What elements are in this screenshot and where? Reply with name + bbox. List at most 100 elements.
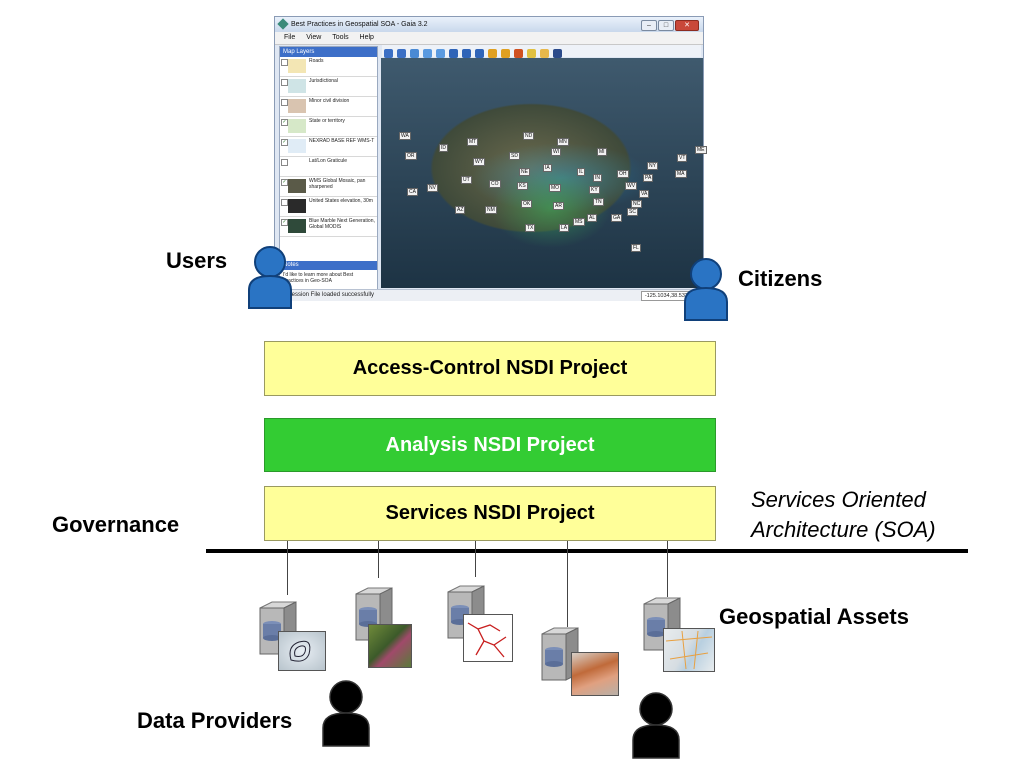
map-state-label: CA [407,188,418,196]
map-state-label: LA [559,224,569,232]
user-person-icon [246,244,294,310]
pan-icon[interactable] [410,49,419,58]
refresh-icon[interactable] [475,49,484,58]
layer-checkbox[interactable]: ✓ [281,179,288,186]
layer-item[interactable]: ✓WMS Global Mosaic, pan sharpened [280,177,377,197]
minimize-icon[interactable]: – [641,20,657,31]
layer-checkbox[interactable] [281,159,288,166]
map-state-label: CO [489,180,501,188]
map-state-label: NM [485,206,497,214]
map-state-label: SC [627,208,638,216]
map-state-label: KY [589,186,600,194]
layer-checkbox[interactable]: ✓ [281,119,288,126]
layer-item[interactable]: Roads [280,57,377,77]
map-state-label: WY [473,158,485,166]
extent-icon[interactable] [462,49,471,58]
map-state-label: VA [639,190,649,198]
notes-header: Notes [280,261,377,270]
zoom-in-icon[interactable] [384,49,393,58]
menu-tools[interactable]: Tools [332,34,348,41]
map-state-label: OH [617,170,629,178]
draw-icon[interactable] [514,49,523,58]
layer-thumbnail-icon [288,79,306,93]
layer-item[interactable]: Minor civil division [280,97,377,117]
contour-map-thumbnail-icon [278,631,326,671]
map-state-label: UT [461,176,472,184]
layer-thumbnail-icon [288,119,306,133]
users-label: Users [166,248,227,274]
map-state-label: TX [525,224,535,232]
connector-line [667,541,668,597]
menu-help[interactable]: Help [360,34,374,41]
services-label: Services NSDI Project [386,502,595,525]
bookmark-icon[interactable] [488,49,497,58]
map-state-label: SD [509,152,520,160]
menu-file[interactable]: File [284,34,295,41]
layer-item[interactable]: United States elevation, 30m [280,197,377,217]
layer-checkbox[interactable] [281,99,288,106]
layer-label: NEXRAD BASE REF WMS-T [309,138,377,144]
maximize-icon[interactable]: □ [658,20,674,31]
map-layers-header: Map Layers [280,47,377,57]
layer-checkbox[interactable] [281,59,288,66]
layer-label: Minor civil division [309,98,377,104]
map-state-label: NY [647,162,658,170]
layer-item[interactable]: Jurisdictional [280,77,377,97]
layer-checkbox[interactable] [281,79,288,86]
street-map-thumbnail-icon [663,628,715,672]
governance-label: Governance [52,512,179,538]
menu-view[interactable]: View [306,34,321,41]
map-state-label: TN [593,198,604,206]
data-provider-person-icon [630,690,682,760]
connector-line [567,541,568,627]
notes-panel: Notes I'd like to learn more about Best … [280,261,377,291]
layer-label: Blue Marble Next Generation, Global MODI… [309,218,377,230]
layer-checkbox[interactable]: ✓ [281,139,288,146]
data-provider-person-icon [320,678,372,748]
map-state-label: MA [675,170,687,178]
map-state-label: AL [587,214,597,222]
soa-label: Services Oriented Architecture (SOA) [751,485,936,545]
layer-thumbnail-icon [288,219,306,233]
close-icon[interactable]: ✕ [675,20,699,31]
soa-line-1: Services Oriented [751,485,936,515]
layer-thumbnail-icon [288,99,306,113]
save-icon[interactable] [553,49,562,58]
map-state-label: WI [551,148,561,156]
info-icon[interactable] [449,49,458,58]
map-state-label: VT [677,154,687,162]
access-control-box: Access-Control NSDI Project [264,341,716,396]
map-state-label: WV [625,182,637,190]
map-state-label: MT [467,138,478,146]
back-icon[interactable] [423,49,432,58]
soa-line-2: Architecture (SOA) [751,515,936,545]
layer-thumbnail-icon [288,179,306,193]
layer-thumbnail-icon [288,159,306,173]
open-folder-icon[interactable] [540,49,549,58]
map-state-label: MN [557,138,569,146]
map-state-label: NV [427,184,438,192]
map-state-label: KS [517,182,528,190]
layer-label: State or territory [309,118,377,124]
layer-item[interactable]: ✓ Blue Marble Next Generation, Global MOD… [280,217,377,237]
map-state-label: WA [399,132,411,140]
layer-checkbox[interactable]: ✓ [281,219,288,226]
map-state-label: AZ [455,206,465,214]
edit-icon[interactable] [501,49,510,58]
layer-label: Roads [309,58,377,64]
governance-line [206,549,968,553]
layer-item[interactable]: ✓ NEXRAD BASE REF WMS-T [280,137,377,157]
note-icon[interactable] [527,49,536,58]
layer-item[interactable]: ✓ State or territory [280,117,377,137]
notes-text[interactable]: I'd like to learn more about Best Practi… [280,270,377,286]
zoom-out-icon[interactable] [397,49,406,58]
map-state-label: OR [405,152,417,160]
layer-label: Jurisdictional [309,78,377,84]
status-bar: atial Session File loaded successfully -… [275,289,703,301]
forward-icon[interactable] [436,49,445,58]
app-titlebar: Best Practices in Geospatial SOA - Gaia … [275,17,703,32]
layer-item[interactable]: Lat/Lon Graticule [280,157,377,177]
layer-checkbox[interactable] [281,199,288,206]
map-state-label: IA [543,164,552,172]
